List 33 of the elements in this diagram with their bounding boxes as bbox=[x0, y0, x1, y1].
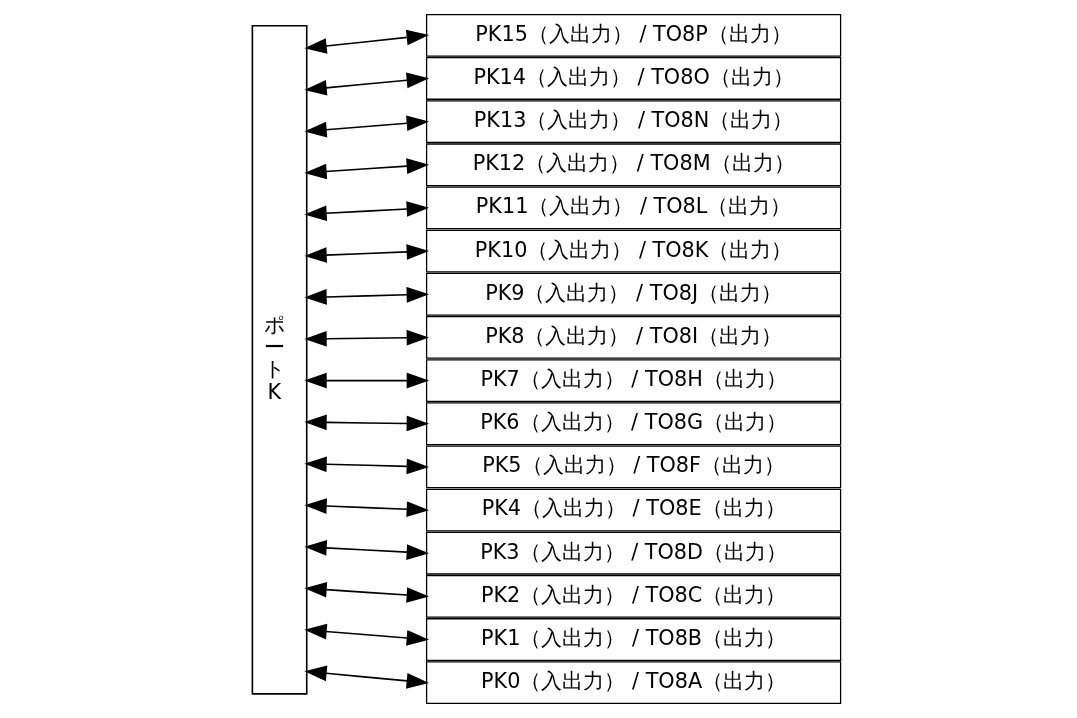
arrow bbox=[304, 456, 430, 475]
arrow bbox=[304, 158, 430, 180]
node-box: PK14（入出力） / TO8O（出力） bbox=[425, 57, 842, 100]
node-box: PK12（入出力） / TO8M（出力） bbox=[425, 143, 842, 187]
arrow bbox=[304, 581, 430, 603]
arrow bbox=[304, 414, 430, 432]
arrow bbox=[304, 329, 430, 347]
node-box: PK6（入出力） / TO8G（出力） bbox=[425, 402, 842, 446]
node-box: PK4（入出力） / TO8E（出力） bbox=[425, 488, 842, 532]
node-box: PK5（入出力） / TO8F（出力） bbox=[425, 445, 842, 489]
node-box: PK7（入出力） / TO8H（出力） bbox=[425, 359, 842, 402]
arrow bbox=[304, 498, 430, 518]
arrow bbox=[304, 72, 430, 96]
arrow bbox=[304, 29, 429, 54]
node-box: PK13（入出力） / TO8N（出力） bbox=[425, 100, 842, 144]
node-box: PK2（入出力） / TO8C（出力） bbox=[425, 574, 842, 618]
node-box: PK3（入出力） / TO8D（出力） bbox=[425, 531, 842, 575]
node-box: PK15（入出力） / TO8P（出力） bbox=[425, 13, 842, 57]
arrow bbox=[304, 623, 430, 646]
arrow bbox=[304, 372, 430, 389]
node-box: ポートK bbox=[251, 24, 308, 695]
node-box: PK11（入出力） / TO8L（出力） bbox=[425, 186, 842, 230]
node-box: PK0（入出力） / TO8A（出力） bbox=[425, 661, 842, 705]
node-box: PK1（入出力） / TO8B（出力） bbox=[425, 618, 842, 661]
arrow bbox=[304, 540, 430, 560]
node-box: PK9（入出力） / TO8J（出力） bbox=[425, 272, 842, 316]
arrow bbox=[304, 286, 430, 305]
arrow bbox=[304, 665, 430, 689]
arrow bbox=[304, 115, 430, 138]
arrow bbox=[304, 201, 430, 222]
node-box: PK8（入出力） / TO8I（出力） bbox=[425, 316, 842, 359]
node-box: PK10（入出力） / TO8K（出力） bbox=[425, 229, 842, 273]
arrow bbox=[304, 244, 430, 263]
